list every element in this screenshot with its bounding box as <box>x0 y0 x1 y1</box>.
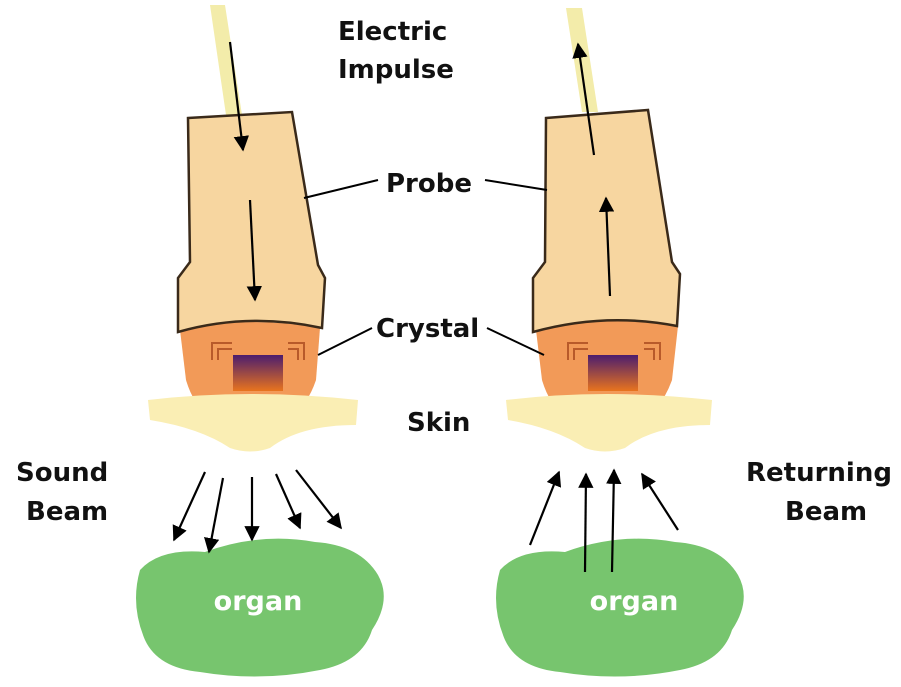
probe-label: Probe <box>386 169 472 199</box>
crystal-leader-left <box>318 328 372 355</box>
organ-label-right: organ <box>590 586 679 617</box>
sound-beam-arrow <box>276 474 300 528</box>
probe-leader-left <box>304 180 378 198</box>
sound-beam-arrows <box>174 470 341 552</box>
electric-impulse-label-line1: Electric <box>338 17 447 47</box>
right-crystal-element <box>588 355 638 391</box>
sound-beam-arrow <box>209 478 223 552</box>
organ-label-left: organ <box>214 586 303 617</box>
returning-beam-arrow <box>642 474 678 530</box>
returning-beam-arrow <box>585 474 586 572</box>
left-skin <box>148 394 358 452</box>
crystal-label: Crystal <box>376 314 479 344</box>
probe-leader-right <box>485 180 547 190</box>
electric-impulse-label-line2: Impulse <box>338 55 454 85</box>
sound-beam-label-line2: Beam <box>26 497 108 527</box>
sound-beam-arrow <box>174 472 205 540</box>
right-skin <box>506 394 712 452</box>
sound-beam-arrow <box>296 470 341 528</box>
returning-beam-label-line1: Returning <box>746 458 892 488</box>
returning-beam-arrow <box>530 472 559 545</box>
left-crystal-element <box>233 355 283 391</box>
sound-beam-label-line1: Sound <box>16 458 108 488</box>
skin-label: Skin <box>407 408 470 438</box>
right-cable <box>566 8 598 112</box>
returning-beam-label-line2: Beam <box>785 497 867 527</box>
